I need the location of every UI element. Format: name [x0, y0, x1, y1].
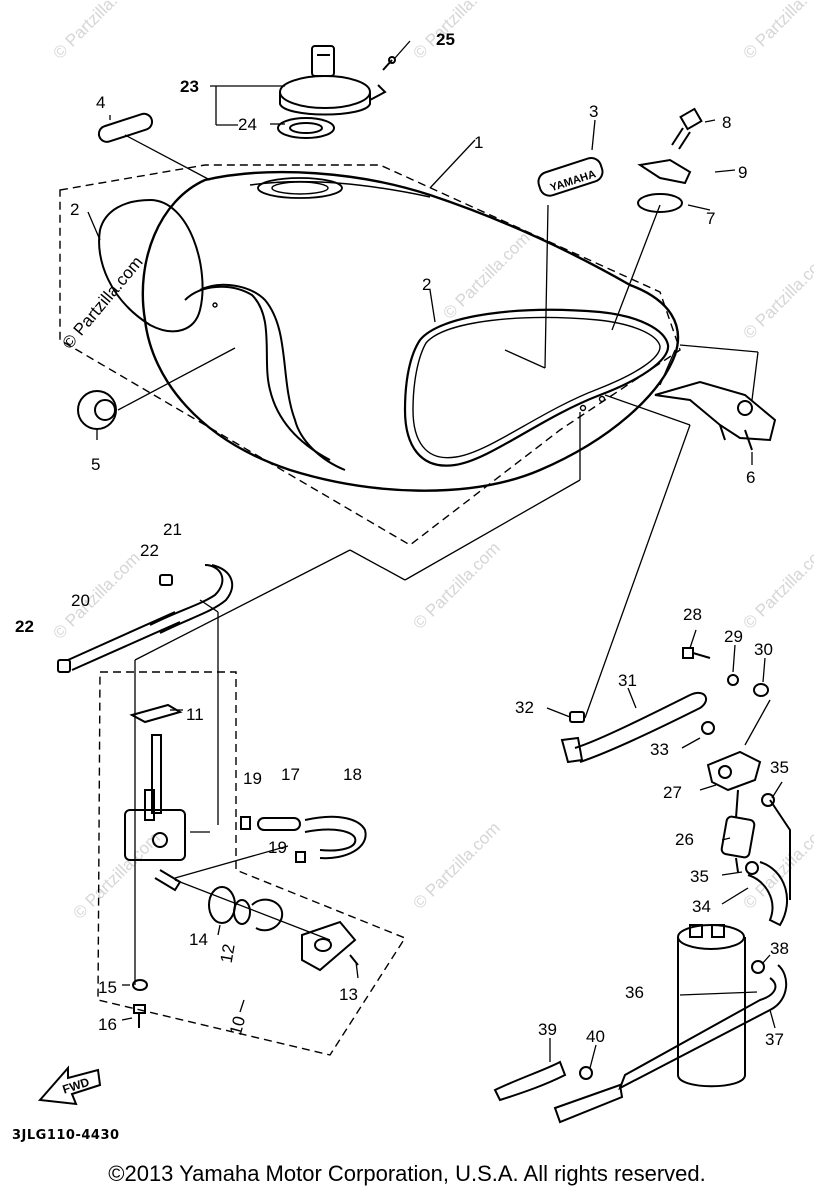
part-label-30: 30 — [754, 640, 773, 659]
diagram-code: 3JLG110-4430 — [12, 1128, 120, 1143]
fuel-tank — [141, 170, 680, 492]
part-label-11: 11 — [186, 705, 204, 724]
fuel-cap — [279, 45, 387, 116]
part-label-39: 39 — [538, 1020, 557, 1039]
part-label-2-right: 2 — [422, 275, 431, 294]
part-label-3: 3 — [589, 102, 598, 121]
part-label-36: 36 — [625, 983, 644, 1002]
part-label-25: 25 — [436, 30, 455, 49]
copyright-notice: ©2013 Yamaha Motor Corporation, U.S.A. A… — [108, 1161, 706, 1186]
emblem: YAMAHA — [537, 156, 604, 197]
part-label-6: 6 — [746, 468, 755, 487]
part-label-16: 16 — [98, 1015, 117, 1034]
part-label-37: 37 — [765, 1030, 784, 1049]
pad — [97, 112, 154, 143]
watermark: © Partzilla.com — [69, 828, 163, 922]
tank-bracket — [654, 380, 777, 451]
part-label-22-top: 22 — [140, 541, 159, 560]
part-label-18: 18 — [343, 765, 362, 784]
watermark: © Partzilla.com — [739, 538, 814, 632]
part-label-9: 9 — [738, 163, 747, 182]
cap-screw — [382, 56, 396, 71]
bracket-bolt — [682, 647, 769, 697]
part-label-19-bottom: 19 — [268, 838, 287, 857]
washer — [637, 193, 683, 213]
part-label-2-left: 2 — [70, 200, 79, 219]
part-label-35-bottom: 35 — [690, 867, 709, 886]
grommet — [77, 390, 117, 430]
part-label-35-top: 35 — [770, 758, 789, 777]
part-label-1: 1 — [474, 133, 483, 152]
fuel-filter — [720, 789, 756, 873]
part-label-33: 33 — [650, 740, 669, 759]
part-label-14: 14 — [189, 930, 208, 949]
watermark: © Partzilla.com — [739, 818, 814, 912]
hoses-17-18 — [240, 815, 367, 863]
cap-gasket — [277, 117, 335, 139]
fuel-cock — [124, 734, 186, 892]
watermarks: © Partzilla.com © Partzilla.com © Partzi… — [49, 0, 814, 923]
fuel-cock-assembly-outline — [97, 671, 407, 1056]
hose-clamps — [57, 574, 173, 673]
part-label-26: 26 — [675, 830, 694, 849]
part-label-40: 40 — [586, 1027, 605, 1046]
o-ring — [129, 703, 183, 724]
part-label-10: 10 — [226, 1014, 249, 1037]
part-label-29: 29 — [724, 627, 743, 646]
part-label-31: 31 — [618, 671, 637, 690]
watermark: © Partzilla.com — [409, 0, 503, 63]
watermark: © Partzilla.com — [739, 248, 814, 342]
part-label-17: 17 — [281, 765, 300, 784]
part-label-27: 27 — [663, 783, 682, 802]
part-label-21: 21 — [163, 520, 182, 539]
collar — [637, 158, 692, 185]
part-label-15: 15 — [98, 978, 117, 997]
part-label-19-top: 19 — [243, 769, 262, 788]
watermark: © Partzilla.com — [49, 548, 143, 642]
breather-hoses — [493, 691, 791, 1124]
tank-side-cover-left — [98, 198, 204, 333]
watermark: © Partzilla.com — [409, 818, 503, 912]
part-label-4: 4 — [96, 93, 105, 112]
part-label-20: 20 — [71, 591, 90, 610]
watermark: © Partzilla.com — [739, 0, 814, 63]
emblem-text: YAMAHA — [549, 168, 598, 194]
part-label-5: 5 — [91, 455, 100, 474]
part-label-7: 7 — [706, 209, 715, 228]
part-label-38: 38 — [770, 939, 789, 958]
part-label-12: 12 — [217, 943, 239, 965]
part-label-22-left: 22 — [15, 617, 34, 636]
drain-screw — [132, 979, 148, 1028]
fuel-hose — [67, 564, 234, 671]
tank-assembly-outline — [59, 164, 681, 546]
part-label-28: 28 — [683, 605, 702, 624]
part-label-23: 23 — [180, 77, 199, 96]
filter-bracket — [706, 750, 762, 792]
leader-lines — [87, 40, 783, 1069]
canister — [677, 924, 746, 1088]
part-label-8: 8 — [722, 113, 731, 132]
bolt — [671, 107, 703, 150]
part-labels: 1 2 2 3 4 5 6 7 8 9 10 11 12 13 14 15 16… — [15, 30, 789, 1049]
part-label-24: 24 — [238, 115, 257, 134]
watermark: © Partzilla.com — [49, 0, 143, 63]
watermark: © Partzilla.com — [409, 538, 503, 632]
watermark: © Partzilla.com — [439, 228, 533, 322]
part-label-13: 13 — [339, 985, 358, 1004]
part-label-32: 32 — [515, 698, 534, 717]
part-label-34: 34 — [692, 897, 711, 916]
fwd-arrow: FWD — [37, 1065, 102, 1106]
